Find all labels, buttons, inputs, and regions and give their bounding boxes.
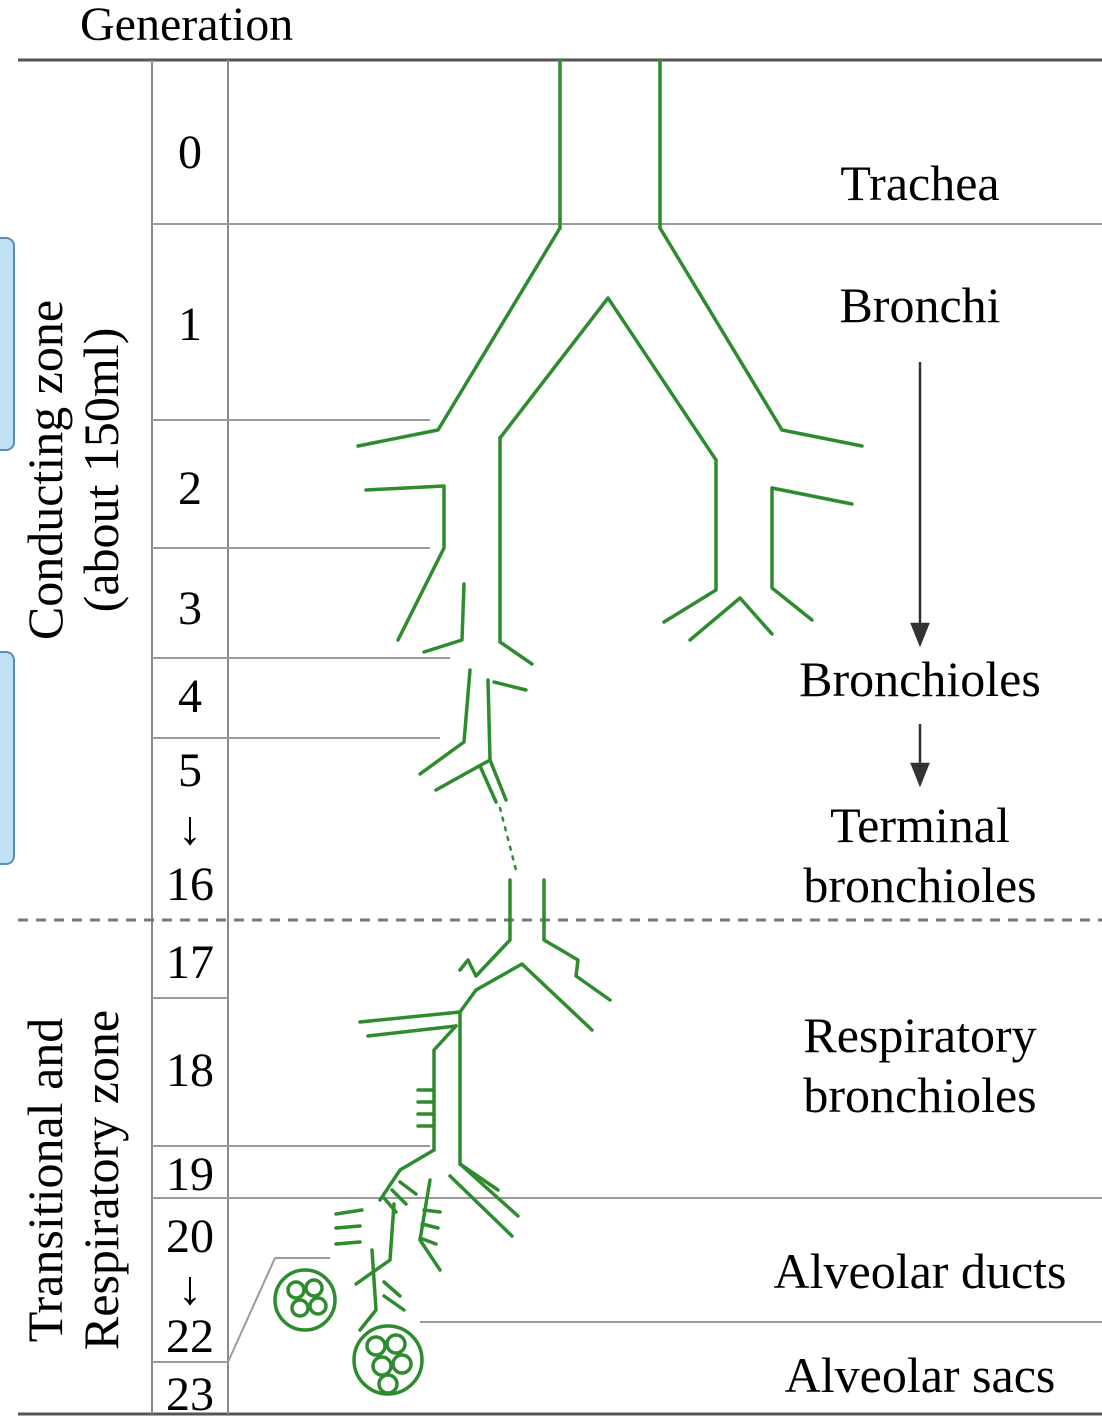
label-respiratory-2: bronchioles xyxy=(803,1067,1036,1123)
label-trachea: Trachea xyxy=(840,155,999,211)
gen-23: 23 xyxy=(166,1368,214,1418)
gen-16: 16 xyxy=(166,858,214,911)
zone-label-conducting: Conducting zone (about 150ml) xyxy=(17,300,129,640)
gen-0: 0 xyxy=(178,126,202,179)
row-dividers xyxy=(152,224,1102,1362)
gen-17: 17 xyxy=(166,936,214,989)
svg-text:Conducting zone: Conducting zone xyxy=(17,300,73,640)
label-alveolar-ducts: Alveolar ducts xyxy=(774,1243,1067,1299)
gen-4: 4 xyxy=(178,670,202,723)
zone-label-respiratory: Transitional and Respiratory zone xyxy=(17,1010,129,1350)
label-terminal-1: Terminal xyxy=(830,797,1010,853)
label-alveolar-sacs: Alveolar sacs xyxy=(785,1347,1056,1403)
gen-20: 20 xyxy=(166,1210,214,1263)
label-terminal-2: bronchioles xyxy=(803,857,1036,913)
gen-arrow-1: ↓ xyxy=(178,802,202,855)
label-bronchi: Bronchi xyxy=(839,277,1000,333)
gen-2: 2 xyxy=(178,462,202,515)
airway-tree xyxy=(275,60,862,1394)
gen-22: 22 xyxy=(166,1310,214,1363)
svg-text:(about 150ml): (about 150ml) xyxy=(73,328,129,613)
svg-text:Transitional and: Transitional and xyxy=(17,1018,73,1343)
left-tab-upper xyxy=(0,238,14,450)
generation-numbers: 0 1 2 3 4 5 ↓ 16 17 18 19 20 ↓ 22 23 xyxy=(166,126,214,1418)
sequence-arrows xyxy=(912,362,928,784)
left-tab-lower xyxy=(0,652,14,864)
gen-18: 18 xyxy=(166,1044,214,1097)
gen-5: 5 xyxy=(178,744,202,797)
svg-text:Respiratory zone: Respiratory zone xyxy=(73,1010,129,1350)
gen-3: 3 xyxy=(178,582,202,635)
gen-19: 19 xyxy=(166,1148,214,1201)
label-bronchioles: Bronchioles xyxy=(799,651,1041,707)
label-respiratory-1: Respiratory xyxy=(803,1007,1036,1063)
gen-arrow-2: ↓ xyxy=(178,1262,202,1315)
generation-header: Generation xyxy=(80,0,293,51)
gen-1: 1 xyxy=(178,298,202,351)
